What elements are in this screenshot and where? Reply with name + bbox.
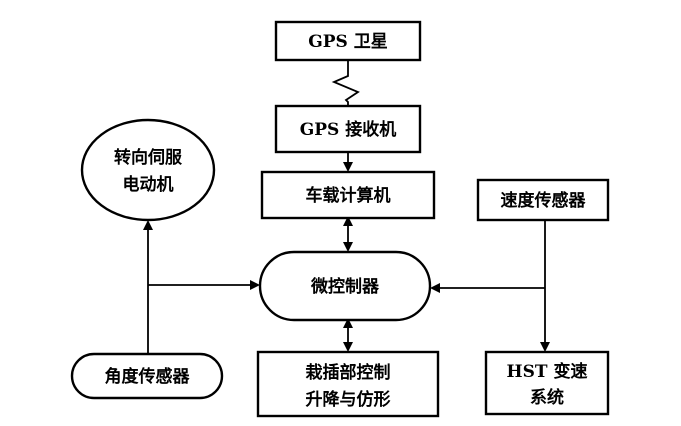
node-onboard-computer: 车载计算机 [260, 170, 436, 220]
node-microcontroller: 微控制器 [258, 250, 432, 322]
hst-transmission-label-line2: 系统 [530, 387, 564, 408]
steering-servo-label-line2: 电动机 [123, 174, 174, 195]
steering-servo-label-line1: 转向伺服 [114, 147, 183, 168]
node-angle-sensor: 角度传感器 [70, 352, 224, 400]
node-transplanting-control: 栽插部控制 升降与仿形 [256, 350, 440, 418]
connections [143, 60, 550, 354]
gps-receiver-label: GPS 接收机 [300, 119, 397, 140]
node-hst-transmission: HST 变速 系统 [484, 350, 610, 416]
transplanting-control-label-line2: 升降与仿形 [306, 389, 391, 410]
hst-transmission-label-line1: HST 变速 [507, 361, 588, 382]
wireless-link-lightning [331, 60, 360, 106]
onboard-computer-label: 车载计算机 [306, 185, 391, 206]
speed-sensor-label: 速度传感器 [501, 190, 587, 211]
transplanting-control-label-line1: 栽插部控制 [306, 362, 391, 383]
microcontroller-label: 微控制器 [310, 276, 380, 297]
angle-sensor-label: 角度传感器 [105, 366, 191, 387]
node-steering-servo: 转向伺服 电动机 [80, 118, 216, 222]
gps-satellite-label: GPS 卫星 [308, 32, 388, 52]
node-gps-satellite: GPS 卫星 [274, 20, 422, 62]
node-speed-sensor: 速度传感器 [476, 178, 610, 222]
node-gps-receiver: GPS 接收机 [274, 104, 422, 154]
